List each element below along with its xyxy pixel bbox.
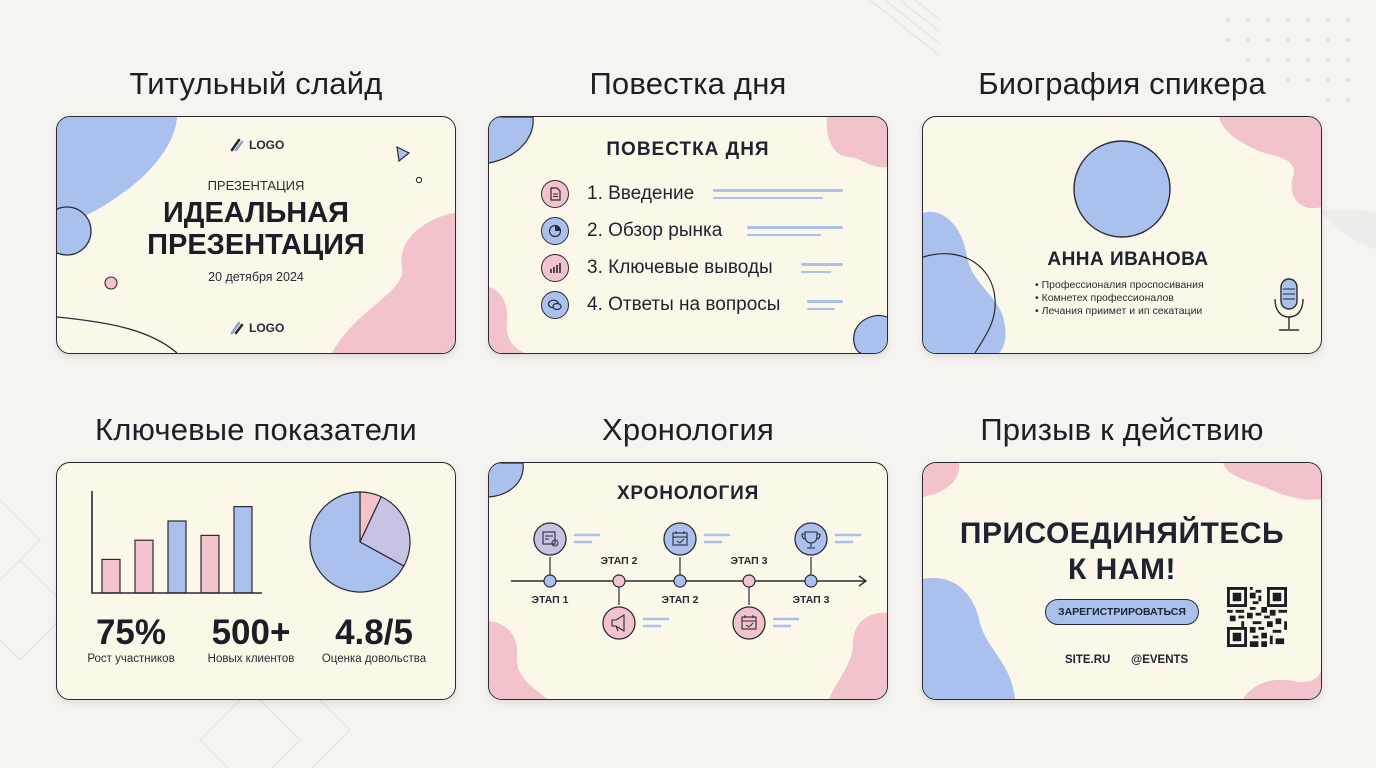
avatar bbox=[1073, 140, 1171, 238]
qr-code-icon bbox=[1227, 587, 1287, 647]
calendar-icon bbox=[663, 522, 697, 556]
cta-title-line2: К НАМ! bbox=[1068, 553, 1176, 586]
chart-bar bbox=[167, 520, 187, 594]
chart-bar bbox=[233, 505, 253, 594]
agenda-item[interactable]: 3. Ключевые выводы bbox=[541, 253, 773, 283]
cta-site[interactable]: SITE.RU bbox=[1065, 654, 1111, 666]
kpi-value: 75% bbox=[95, 613, 167, 652]
speaker-shapes bbox=[923, 117, 1321, 353]
title-slide-shapes bbox=[57, 117, 455, 353]
title-main-line1: ИДЕАЛЬНАЯ bbox=[162, 197, 350, 229]
speaker-bullet: Лечания приимет и ип секатации bbox=[1035, 305, 1204, 318]
cta-shapes bbox=[923, 463, 1321, 699]
timeline-label: ЭТАП 3 bbox=[792, 594, 830, 606]
agenda-item[interactable]: 1. Введение bbox=[541, 179, 694, 209]
kpi-label: Рост участников bbox=[87, 653, 175, 665]
agenda-placeholder-lines bbox=[713, 189, 843, 204]
title-slide-card[interactable]: LOGO ПРЕЗЕНТАЦИЯ ИДЕАЛЬНАЯ ПРЕЗЕНТАЦИЯ 2… bbox=[56, 116, 456, 354]
metrics-heading: Ключевые показатели bbox=[95, 412, 417, 447]
trophy-icon bbox=[794, 522, 828, 556]
agenda-heading: Повестка дня bbox=[589, 66, 787, 101]
cta-heading: Призыв к действию bbox=[980, 412, 1264, 447]
kpi-1: 75% Рост участников bbox=[71, 613, 191, 665]
chat-icon bbox=[541, 291, 569, 319]
timeline-heading: Хронология bbox=[602, 412, 774, 447]
speaker-name: АННА ИВАНОВА bbox=[1047, 249, 1209, 270]
speaker-bullets: Профессионалия проспосивания Комнетех пр… bbox=[1035, 279, 1204, 318]
agenda-card[interactable]: ПОВЕСТКА ДНЯ 1. Введение 2. Обзор рынка … bbox=[488, 116, 888, 354]
kpi-3: 4.8/5 Оценка довольства bbox=[311, 613, 437, 665]
kpi-label: Оценка довольства bbox=[321, 653, 427, 665]
agenda-item-label: 4. Ответы на вопросы bbox=[587, 294, 781, 315]
speaker-bullet: Комнетех профессионалов bbox=[1035, 292, 1204, 305]
agenda-title: ПОВЕСТКА ДНЯ bbox=[606, 139, 770, 160]
agenda-shapes bbox=[489, 117, 887, 353]
agenda-placeholder-lines bbox=[807, 300, 843, 315]
kpi-value: 4.8/5 bbox=[335, 613, 413, 652]
logo-icon bbox=[230, 321, 244, 335]
timeline-label: ЭТАП 2 bbox=[661, 594, 699, 606]
chart-bar bbox=[134, 539, 154, 594]
agenda-item-label: 2. Обзор рынка bbox=[587, 220, 723, 241]
megaphone-icon bbox=[602, 606, 636, 640]
kpi-label: Новых клиентов bbox=[207, 653, 295, 665]
kpi-value: 500+ bbox=[211, 613, 291, 652]
title-date: 20 детября 2024 bbox=[208, 270, 304, 284]
cta-title-line1: ПРИСОЕДИНЯЙТЕСЬ bbox=[959, 517, 1285, 550]
timeline-shapes bbox=[489, 463, 887, 699]
timeline-label: ЭТАП 3 bbox=[730, 555, 768, 567]
title-main-line2: ПРЕЗЕНТАЦИЯ bbox=[147, 229, 365, 261]
title-kicker: ПРЕЗЕНТАЦИЯ bbox=[207, 178, 305, 193]
pie-chart-icon bbox=[541, 217, 569, 245]
speaker-heading: Биография спикера bbox=[978, 66, 1266, 101]
speaker-card[interactable]: АННА ИВАНОВА Профессионалия проспосивани… bbox=[922, 116, 1322, 354]
timeline-title: ХРОНОЛОГИЯ bbox=[616, 483, 760, 504]
agenda-placeholder-lines bbox=[747, 226, 843, 241]
timeline-label: ЭТАП 2 bbox=[600, 555, 638, 567]
calendar-check-icon bbox=[533, 522, 567, 556]
agenda-item-label: 1. Введение bbox=[587, 183, 695, 204]
microphone-icon bbox=[1274, 278, 1304, 331]
timeline-card[interactable]: ХРОНОЛОГИЯ ЭТАП 1 ЭТАП 2 ЭТАП 2 ЭТАП 3 Э… bbox=[488, 462, 888, 700]
logo-bottom: LOGO bbox=[229, 320, 284, 336]
bar-chart-icon bbox=[541, 254, 569, 282]
metrics-card[interactable]: 75% Рост участников 500+ Новых клиентов … bbox=[56, 462, 456, 700]
pie-slice bbox=[309, 491, 405, 593]
logo-top: LOGO bbox=[229, 137, 284, 153]
chart-bar bbox=[101, 558, 121, 594]
agenda-item[interactable]: 2. Обзор рынка bbox=[541, 216, 722, 246]
register-button[interactable]: ЗАРЕГИСТРИРОВАТЬСЯ bbox=[1045, 599, 1199, 625]
agenda-placeholder-lines bbox=[801, 263, 843, 278]
cta-handle[interactable]: @EVENTS bbox=[1131, 654, 1189, 666]
speaker-bullet: Профессионалия проспосивания bbox=[1035, 279, 1204, 292]
chart-bar bbox=[200, 534, 220, 594]
calendar-done-icon bbox=[732, 606, 766, 640]
document-icon bbox=[541, 180, 569, 208]
timeline-label: ЭТАП 1 bbox=[531, 594, 569, 606]
kpi-2: 500+ Новых клиентов bbox=[191, 613, 311, 665]
cta-card[interactable]: ПРИСОЕДИНЯЙТЕСЬ К НАМ! ЗАРЕГИСТРИРОВАТЬС… bbox=[922, 462, 1322, 700]
agenda-item-label: 3. Ключевые выводы bbox=[587, 257, 773, 278]
logo-icon bbox=[230, 138, 244, 152]
title-slide-heading: Титульный слайд bbox=[129, 66, 383, 101]
metrics-chart bbox=[91, 491, 411, 594]
agenda-item[interactable]: 4. Ответы на вопросы bbox=[541, 290, 780, 320]
